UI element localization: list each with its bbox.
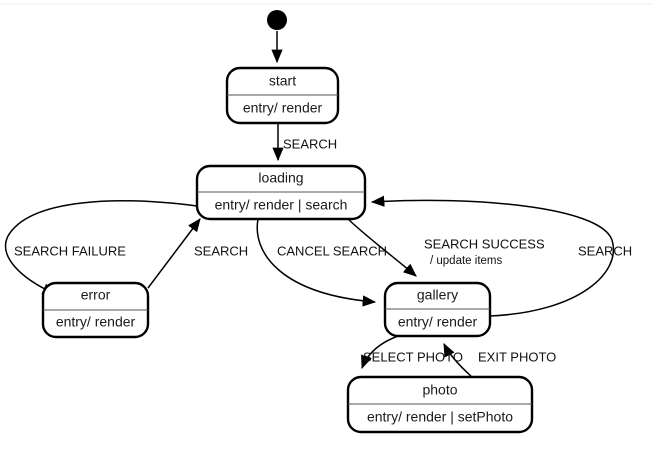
edge-label-exit-photo: EXIT PHOTO <box>478 349 556 364</box>
edge-loading-to-gallery-cancel-search[interactable] <box>256 218 377 307</box>
initial-pseudostate-node <box>267 10 287 30</box>
state-error-body: entry/ render <box>56 314 136 330</box>
edge-photo-to-gallery-exit-photo[interactable] <box>443 342 473 378</box>
state-gallery-title: gallery <box>417 287 458 303</box>
state-start-body: entry/ render <box>243 100 323 116</box>
edge-label-cancel-search: CANCEL SEARCH <box>277 243 387 258</box>
state-photo-body: entry/ render | setPhoto <box>367 409 513 425</box>
edge-label-search-success: SEARCH SUCCESS <box>424 236 545 251</box>
edge-loading-to-gallery-search-success[interactable] <box>347 218 417 277</box>
edge-loading-to-error[interactable] <box>4 200 198 295</box>
state-gallery-body: entry/ render <box>398 314 478 330</box>
state-loading-body: entry/ render | search <box>215 197 348 213</box>
state-loading-title: loading <box>258 170 303 186</box>
state-node-loading[interactable]: loading entry/ render | search <box>195 164 367 221</box>
edge-label-gallery-to-loading-search: SEARCH <box>578 243 632 258</box>
state-error-title: error <box>81 287 111 303</box>
edge-gallery-to-loading-search[interactable] <box>370 195 615 317</box>
state-photo-title: photo <box>422 382 457 398</box>
edge-label-error-to-loading-search: SEARCH <box>194 243 248 258</box>
state-node-start[interactable]: start entry/ render <box>225 66 340 125</box>
edge-error-to-loading[interactable] <box>147 218 201 289</box>
edge-gallery-to-photo-select-photo[interactable] <box>361 335 399 370</box>
state-node-gallery[interactable]: gallery entry/ render <box>383 281 492 338</box>
state-node-photo[interactable]: photo entry/ render | setPhoto <box>346 375 534 434</box>
edge-label-start-to-loading: SEARCH <box>283 136 337 151</box>
state-start-title: start <box>269 73 296 89</box>
edge-label-select-photo: SELECT PHOTO <box>363 349 463 364</box>
edge-label-search-success-action: / update items <box>430 255 502 267</box>
state-node-error[interactable]: error entry/ render <box>41 281 150 339</box>
edge-label-search-failure: SEARCH FAILURE <box>14 243 126 258</box>
